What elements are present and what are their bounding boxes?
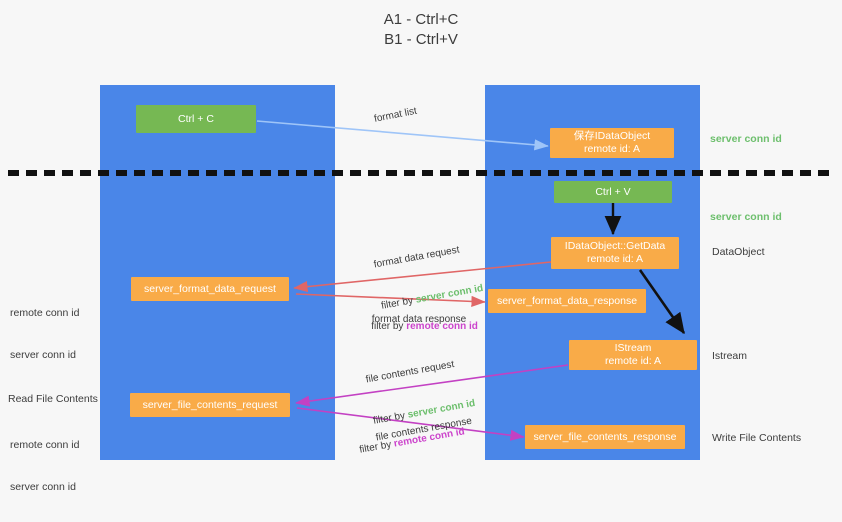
node-server-file-contents-request[interactable]: server_file_contents_request	[130, 393, 290, 417]
arrow-file-contents-response	[296, 407, 525, 441]
node-idataobject[interactable]: 保存IDataObject remote id: A	[550, 128, 674, 158]
annotation-left-server-conn-id-1: server conn id	[10, 349, 76, 361]
annotation-right-server-conn-id-top: server conn id	[710, 133, 782, 145]
arrow-format-data-response	[295, 293, 486, 308]
node-server-file-contents-response[interactable]: server_file_contents_response	[525, 425, 685, 449]
node-istream-line1: IStream	[614, 342, 652, 354]
annotation-left-conn-ids-top: remote conn id server conn id	[10, 278, 79, 390]
annotation-right-server-conn-id-mid: server conn id	[710, 211, 782, 223]
annotation-right-write-file-contents: Write File Contents	[712, 432, 802, 444]
node-idataobject-line2: remote id: A	[583, 143, 641, 155]
node-server-file-contents-request-label: server_file_contents_request	[142, 398, 278, 411]
node-server-format-data-request[interactable]: server_format_data_request	[131, 277, 289, 301]
edge-label-format-data-response: format data response	[334, 285, 504, 355]
edge-label-format-data-request-line1: format data request	[373, 244, 461, 271]
connector-layer	[8, 120, 834, 441]
clipboard-flow-diagram: A1 - Ctrl+C B1 - Ctrl+V A1 remote B1 con…	[8, 11, 834, 493]
arrow-file-contents-request	[295, 364, 569, 407]
node-idataobject-getdata[interactable]: IDataObject::GetData remote id: A	[551, 237, 679, 269]
filter-value-remote-conn-id: remote conn id	[406, 321, 478, 332]
node-ctrl-v-label: Ctrl + V	[595, 185, 631, 198]
node-ctrl-c-label: Ctrl + C	[178, 112, 214, 125]
node-istream[interactable]: IStream remote id: A	[569, 340, 697, 370]
annotation-left-remote-conn-id-1: remote conn id	[10, 307, 80, 319]
arrow-getdata-to-istream	[638, 269, 686, 335]
arrow-format-data-request	[293, 261, 552, 293]
edge-label-format-data-response-line1: format data response	[371, 314, 467, 325]
annotation-left-remote-conn-id-2: remote conn id	[10, 439, 80, 451]
arrow-format-list	[256, 120, 549, 151]
filter-value-remote-conn-id-2: remote conn id	[393, 426, 466, 450]
node-getdata-line1: IDataObject::GetData	[564, 240, 666, 252]
node-idataobject-line1: 保存IDataObject	[573, 130, 651, 142]
node-getdata-line2: remote id: A	[586, 253, 644, 265]
node-server-format-data-request-label: server_format_data_request	[144, 282, 276, 295]
annotation-left-conn-ids-bottom: remote conn id server conn id	[10, 410, 79, 522]
edge-label-format-data-response-filter: filter by remote conn id	[371, 321, 478, 332]
annotation-left-read-file-contents: Read File Contents	[8, 393, 98, 405]
annotation-left-server-conn-id-2: server conn id	[10, 481, 76, 493]
node-ctrl-c[interactable]: Ctrl + C	[136, 105, 256, 133]
node-server-format-data-response-label: server_format_data_response	[496, 294, 638, 307]
node-istream-line2: remote id: A	[604, 355, 662, 367]
page-title: A1 - Ctrl+C B1 - Ctrl+V	[383, 11, 459, 48]
annotation-right-istream: Istream	[712, 350, 748, 362]
node-server-format-data-response[interactable]: server_format_data_response	[488, 289, 646, 313]
annotation-right-dataobject: DataObject	[712, 246, 765, 258]
edge-label-file-contents-request-line1: file contents request	[365, 359, 456, 386]
node-server-file-contents-response-label: server_file_contents_response	[533, 430, 677, 443]
node-ctrl-v[interactable]: Ctrl + V	[554, 181, 672, 203]
